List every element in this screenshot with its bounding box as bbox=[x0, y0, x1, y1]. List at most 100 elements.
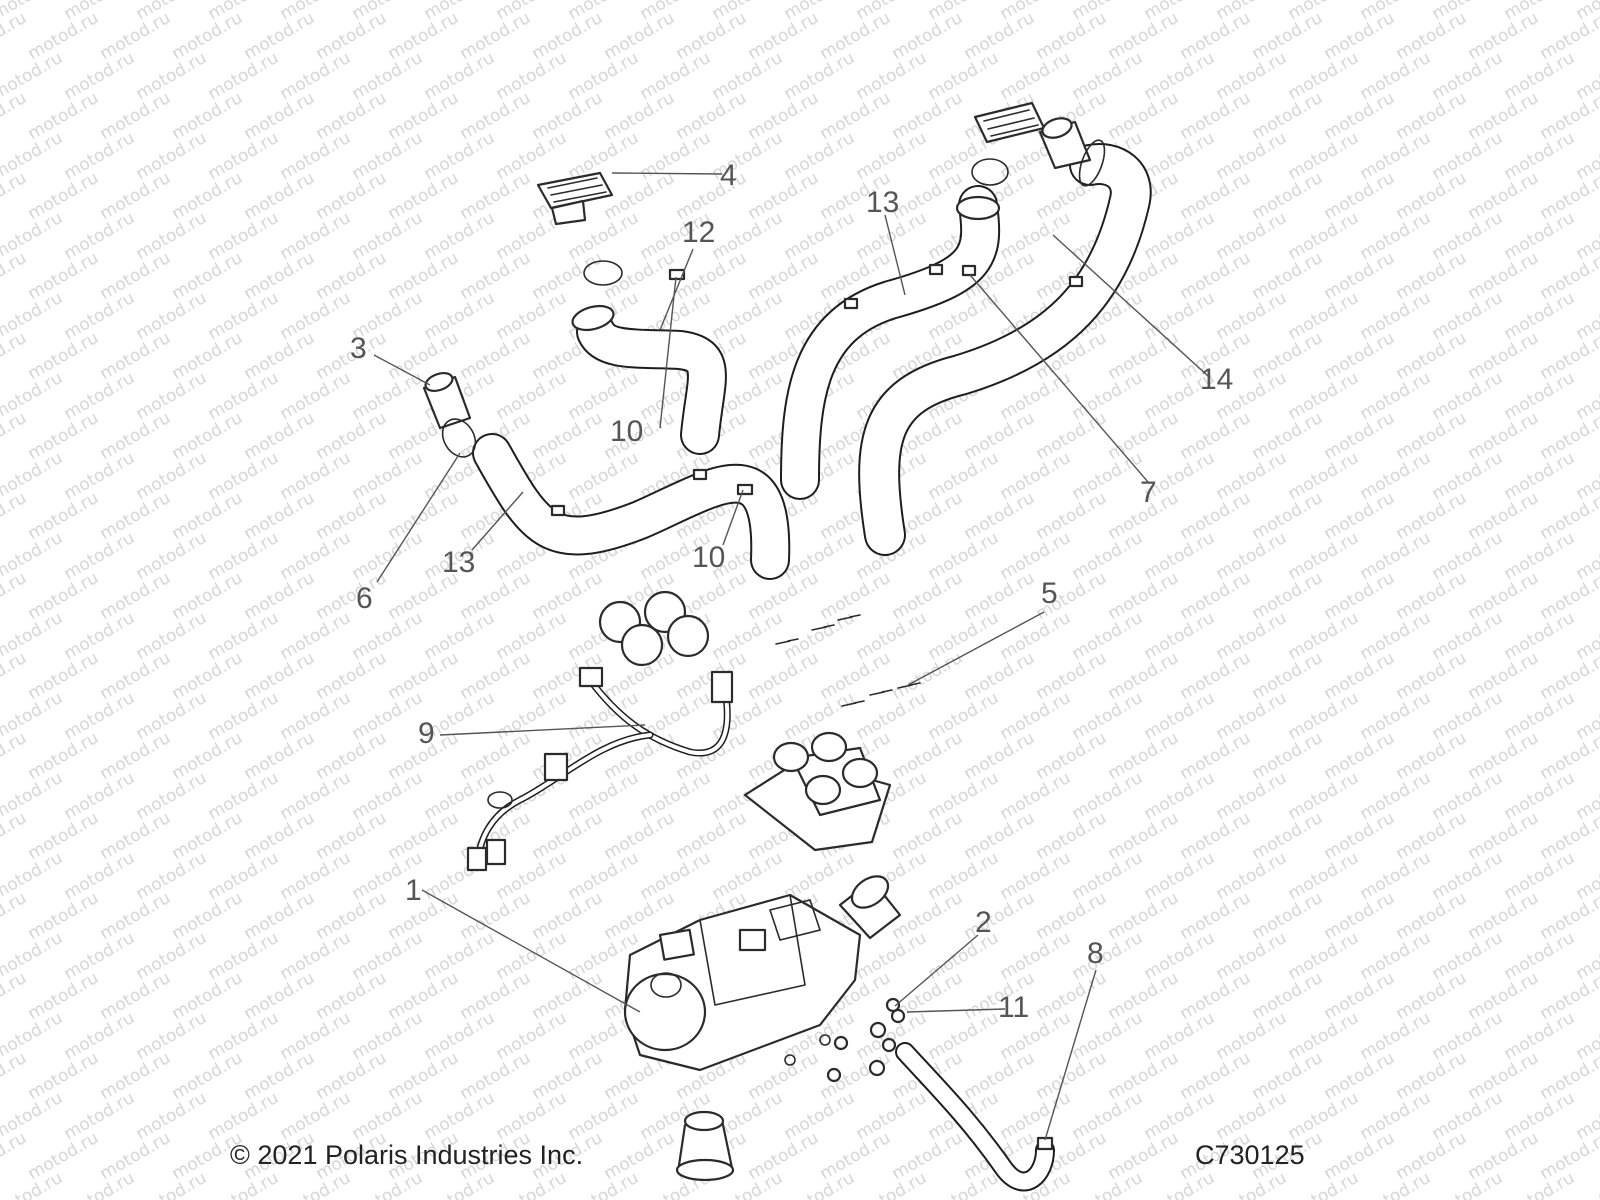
watermark-text: motod.ru bbox=[457, 8, 535, 64]
watermark-text: motod.ru bbox=[1465, 648, 1543, 704]
watermark-text: motod.ru bbox=[1141, 128, 1219, 184]
watermark-text: motod.ru bbox=[1177, 8, 1255, 64]
watermark-text: motod.ru bbox=[1177, 1048, 1255, 1104]
watermark-text: motod.ru bbox=[385, 808, 463, 864]
callout-14: 14 bbox=[1200, 363, 1233, 396]
callout-1: 1 bbox=[405, 874, 422, 907]
watermark-text: motod.ru bbox=[61, 1088, 139, 1144]
hose-14 bbox=[858, 143, 1152, 556]
watermark-text: motod.ru bbox=[313, 1048, 391, 1104]
watermark-text: motod.ru bbox=[1177, 968, 1255, 1024]
watermark-text: motod.ru bbox=[997, 208, 1075, 264]
watermark-text: motod.ru bbox=[1393, 1048, 1471, 1104]
watermark-text: motod.ru bbox=[853, 48, 931, 104]
watermark-text: motod.ru bbox=[277, 368, 355, 424]
watermark-text: motod.ru bbox=[421, 48, 499, 104]
watermark-text: motod.ru bbox=[277, 608, 355, 664]
watermark-text: motod.ru bbox=[241, 728, 319, 784]
watermark-text: motod.ru bbox=[1357, 608, 1435, 664]
watermark-text: motod.ru bbox=[133, 448, 211, 504]
watermark-text: motod.ru bbox=[493, 1088, 571, 1144]
watermark-text: motod.ru bbox=[61, 528, 139, 584]
strap-right bbox=[971, 158, 1009, 186]
watermark-text: motod.ru bbox=[0, 328, 30, 384]
watermark-text: motod.ru bbox=[97, 888, 175, 944]
watermark-text: motod.ru bbox=[1393, 1128, 1471, 1184]
watermark-text: motod.ru bbox=[313, 488, 391, 544]
watermark-text: motod.ru bbox=[1357, 288, 1435, 344]
watermark-text: motod.ru bbox=[1285, 48, 1363, 104]
watermark-text: motod.ru bbox=[1357, 1008, 1435, 1064]
watermark-text: motod.ru bbox=[1465, 248, 1543, 304]
watermark-text: motod.ru bbox=[889, 168, 967, 224]
watermark-text: motod.ru bbox=[961, 1048, 1039, 1104]
watermark-text: motod.ru bbox=[1033, 8, 1111, 64]
watermark-text: motod.ru bbox=[1069, 1088, 1147, 1144]
watermark-text: motod.ru bbox=[457, 968, 535, 1024]
watermark-text: motod.ru bbox=[133, 528, 211, 584]
watermark-text: motod.ru bbox=[205, 1088, 283, 1144]
watermark-text: motod.ru bbox=[1069, 448, 1147, 504]
watermark-text: motod.ru bbox=[817, 88, 895, 144]
watermark-text: motod.ru bbox=[1213, 528, 1291, 584]
strap-right-loop bbox=[1078, 139, 1106, 187]
watermark-text: motod.ru bbox=[1069, 608, 1147, 664]
watermark-text: motod.ru bbox=[1285, 688, 1363, 744]
watermark-text: motod.ru bbox=[97, 248, 175, 304]
watermark-text: motod.ru bbox=[1357, 928, 1435, 984]
watermark-text: motod.ru bbox=[1429, 1008, 1507, 1064]
watermark-text: motod.ru bbox=[1465, 168, 1543, 224]
watermark-text: motod.ru bbox=[421, 768, 499, 824]
watermark-text: motod.ru bbox=[745, 648, 823, 704]
watermark-text: motod.ru bbox=[385, 488, 463, 544]
watermark-text: motod.ru bbox=[1393, 88, 1471, 144]
watermark-text: motod.ru bbox=[1465, 808, 1543, 864]
watermark-text: motod.ru bbox=[493, 368, 571, 424]
watermark-text: motod.ru bbox=[781, 528, 859, 584]
vent-4 bbox=[536, 171, 614, 226]
watermark-text: motod.ru bbox=[1213, 448, 1291, 504]
watermark-text: motod.ru bbox=[1321, 888, 1399, 944]
watermark-text: motod.ru bbox=[313, 728, 391, 784]
watermark-text: motod.ru bbox=[493, 48, 571, 104]
watermark-text: motod.ru bbox=[349, 688, 427, 744]
watermark-text: motod.ru bbox=[781, 208, 859, 264]
watermark-text: motod.ru bbox=[61, 688, 139, 744]
watermark-text: motod.ru bbox=[169, 328, 247, 384]
watermark-text: motod.ru bbox=[133, 928, 211, 984]
watermark-text: motod.ru bbox=[1501, 48, 1579, 104]
watermark-text: motod.ru bbox=[0, 648, 30, 704]
watermark-text: motod.ru bbox=[529, 88, 607, 144]
watermark-text: motod.ru bbox=[1393, 328, 1471, 384]
watermark-text: motod.ru bbox=[565, 848, 643, 904]
watermark-text: motod.ru bbox=[1177, 808, 1255, 864]
watermark-text: motod.ru bbox=[25, 568, 103, 624]
watermark-text: motod.ru bbox=[97, 408, 175, 464]
watermark-text: motod.ru bbox=[637, 128, 715, 184]
watermark-text: motod.ru bbox=[1249, 648, 1327, 704]
watermark-text: motod.ru bbox=[241, 648, 319, 704]
watermark-text: motod.ru bbox=[421, 128, 499, 184]
callout-2: 2 bbox=[975, 906, 992, 939]
diagram-code: C730125 bbox=[1195, 1140, 1305, 1170]
strap-6 bbox=[441, 418, 477, 458]
watermark-text: motod.ru bbox=[1105, 648, 1183, 704]
watermark-text: motod.ru bbox=[925, 48, 1003, 104]
watermark-text: motod.ru bbox=[1141, 1008, 1219, 1064]
watermark-text: motod.ru bbox=[349, 768, 427, 824]
watermark-text: motod.ru bbox=[133, 1088, 211, 1144]
watermark-text: motod.ru bbox=[889, 808, 967, 864]
watermark-text: motod.ru bbox=[1033, 728, 1111, 784]
watermark-text: motod.ru bbox=[1429, 368, 1507, 424]
watermark-text: motod.ru bbox=[349, 528, 427, 584]
watermark-text: motod.ru bbox=[1465, 728, 1543, 784]
watermark-text: motod.ru bbox=[169, 568, 247, 624]
watermark-text: motod.ru bbox=[25, 728, 103, 784]
watermark-text: motod.ru bbox=[457, 328, 535, 384]
watermark-text: motod.ru bbox=[601, 248, 679, 304]
watermark-text: motod.ru bbox=[0, 1128, 30, 1184]
watermark-text: motod.ru bbox=[1285, 1088, 1363, 1144]
watermark-text: motod.ru bbox=[961, 808, 1039, 864]
watermark-text: motod.ru bbox=[1141, 608, 1219, 664]
watermark-text: motod.ru bbox=[421, 928, 499, 984]
